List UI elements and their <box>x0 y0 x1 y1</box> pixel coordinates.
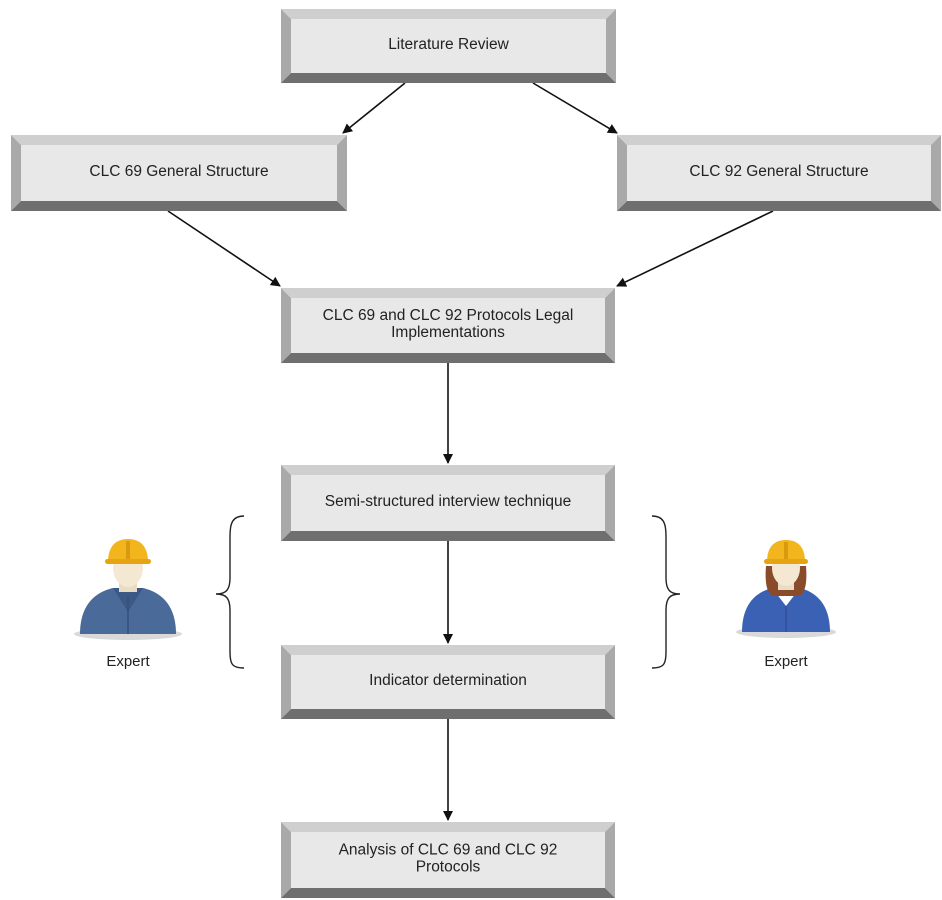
bevel-left <box>617 135 627 211</box>
node-clc92-general-structure: CLC 92 General Structure <box>617 135 941 211</box>
expert-left: Expert <box>74 539 182 670</box>
right-curly-brace <box>651 515 681 669</box>
bevel-left <box>281 9 291 83</box>
arrow-literature-to-clc69 <box>342 82 406 134</box>
bevel-right <box>337 135 347 211</box>
bevel-right <box>605 645 615 719</box>
female-worker-hardhat-icon <box>736 540 836 638</box>
bevel-bottom <box>11 201 347 211</box>
bevel-bottom <box>281 888 615 898</box>
node-label-line: Analysis of CLC 69 and CLC 92 <box>339 842 558 859</box>
box-face <box>627 145 931 201</box>
bevel-bottom <box>281 709 615 719</box>
expert-right: Expert <box>736 540 836 670</box>
bevel-top <box>281 9 616 19</box>
node-label-line: Implementations <box>391 324 505 341</box>
bevel-right <box>931 135 941 211</box>
bevel-bottom <box>617 201 941 211</box>
arrow-clc69-to-legal <box>167 210 281 287</box>
box-face <box>21 145 337 201</box>
node-indicator-determination: Indicator determination <box>281 645 615 719</box>
node-legal-implementations: CLC 69 and CLC 92 Protocols LegalImpleme… <box>281 288 615 363</box>
node-label-line: Protocols <box>416 859 481 876</box>
node-label-line: CLC 69 General Structure <box>89 163 268 180</box>
bevel-bottom <box>281 73 616 83</box>
box-face <box>291 832 605 888</box>
bevel-right <box>606 9 616 83</box>
male-worker-hardhat-icon <box>74 539 182 640</box>
node-clc69-general-structure: CLC 69 General Structure <box>11 135 347 211</box>
node-label-line: CLC 69 and CLC 92 Protocols Legal <box>323 307 574 324</box>
node-semi-structured-interview: Semi-structured interview technique <box>281 465 615 541</box>
bevel-bottom <box>281 531 615 541</box>
bevel-right <box>605 465 615 541</box>
bevel-right <box>605 822 615 898</box>
box-face <box>291 655 605 709</box>
bevel-top <box>281 288 615 298</box>
bevel-bottom <box>281 353 615 363</box>
connectors <box>167 82 774 821</box>
expert-right-label: Expert <box>764 653 808 670</box>
bevel-top <box>281 645 615 655</box>
node-label-line: Semi-structured interview technique <box>325 493 571 510</box>
bevel-left <box>281 465 291 541</box>
node-literature-review: Literature Review <box>281 9 616 83</box>
bevel-top <box>281 465 615 475</box>
node-label-line: Literature Review <box>388 36 509 53</box>
box-face <box>291 475 605 531</box>
bevel-left <box>281 822 291 898</box>
node-label-line: CLC 92 General Structure <box>689 163 868 180</box>
arrow-literature-to-clc92 <box>532 82 618 134</box>
bevel-top <box>617 135 941 145</box>
bevel-top <box>11 135 347 145</box>
bevel-left <box>11 135 21 211</box>
bevel-right <box>605 288 615 363</box>
arrow-clc92-to-legal <box>616 210 774 287</box>
bevel-left <box>281 645 291 719</box>
node-label-line: Indicator determination <box>369 672 527 689</box>
box-face <box>291 298 605 353</box>
left-curly-brace <box>215 515 245 669</box>
box-face <box>291 19 606 73</box>
bevel-left <box>281 288 291 363</box>
expert-left-label: Expert <box>106 653 150 670</box>
bevel-top <box>281 822 615 832</box>
